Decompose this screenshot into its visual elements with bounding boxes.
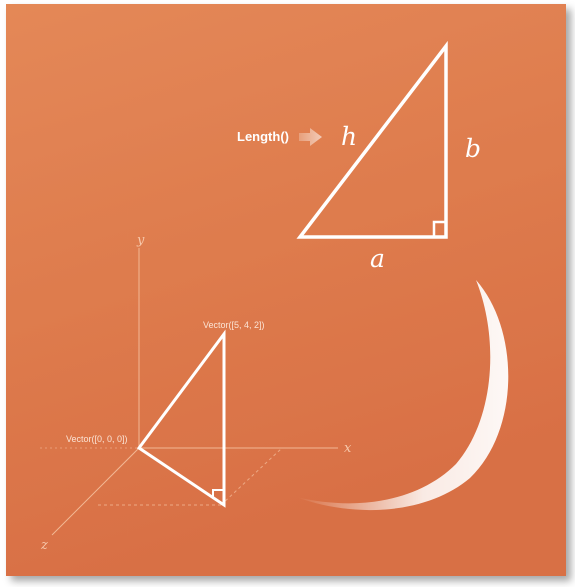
- arrow-right-icon: [299, 128, 322, 146]
- crescent-arc: [296, 280, 509, 511]
- origin-vector-label: Vector([0, 0, 0]): [66, 434, 128, 444]
- background-panel: [6, 4, 566, 576]
- z-axis-line: [51, 447, 140, 536]
- big-right-angle-marker: [432, 220, 446, 237]
- tip-vector-label: Vector([5, 4, 2]): [203, 320, 265, 330]
- projection-dashed-line: [220, 447, 283, 506]
- horizontal-side-label: a: [370, 244, 385, 273]
- z-axis-label: z: [40, 538, 48, 553]
- vertical-side-label: b: [465, 134, 481, 163]
- vector-triangle: [136, 329, 226, 508]
- big-right-triangle: [296, 40, 448, 239]
- y-axis-label: y: [136, 233, 145, 248]
- small-right-angle-marker: [212, 489, 224, 497]
- x-axis-label: x: [344, 441, 352, 456]
- length-function-label: Length(): [237, 129, 289, 144]
- hypotenuse-label: h: [341, 122, 357, 151]
